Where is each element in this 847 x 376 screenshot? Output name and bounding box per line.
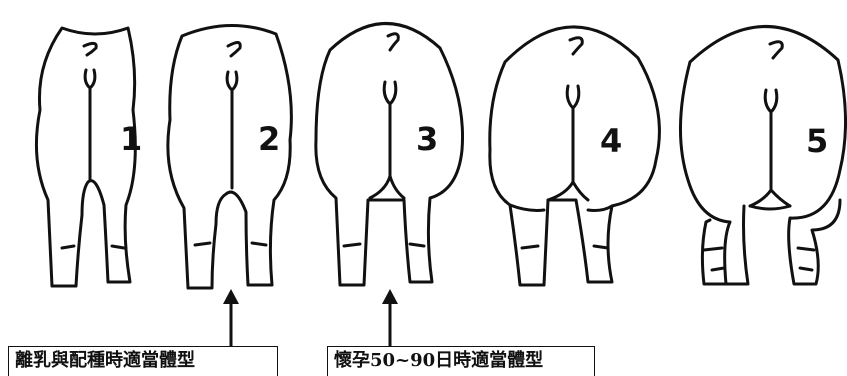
vulva-3 <box>384 82 396 104</box>
fold-4 <box>510 205 612 211</box>
tail-5 <box>770 42 782 58</box>
caption-gestation: 懷孕50~90日時適當體型 <box>327 346 595 376</box>
score-label-1: 1 <box>120 120 142 158</box>
score-label-4: 4 <box>600 122 622 160</box>
leg-mark-2 <box>195 243 266 245</box>
score-label-3: 3 <box>416 120 438 158</box>
arrow-to-sow-3 <box>382 289 398 346</box>
tail-2 <box>228 42 240 56</box>
leg-mark-5 <box>704 248 814 270</box>
sow-rear-view-4: 4 <box>490 27 660 285</box>
caption-weaning-breeding: 離乳與配種時適當體型 <box>8 346 278 376</box>
tail-1 <box>84 43 96 55</box>
sow-rear-view-5: 5 <box>680 26 845 284</box>
score-label-2: 2 <box>258 120 280 158</box>
sow-rear-view-2: 2 <box>168 25 292 288</box>
vulva-4 <box>567 86 579 108</box>
vulva-5 <box>765 90 777 112</box>
sow-outline-4 <box>490 27 660 285</box>
score-label-5: 5 <box>806 122 828 160</box>
leg-mark-3 <box>344 244 424 246</box>
sow-rear-view-3: 3 <box>316 23 463 285</box>
midline-5 <box>750 112 790 206</box>
midline-3 <box>370 104 404 198</box>
vulva-1 <box>85 70 95 88</box>
arrow-to-sow-2 <box>223 289 239 346</box>
tail-3 <box>388 34 398 50</box>
midline-4 <box>548 108 588 200</box>
tail-4 <box>570 38 582 54</box>
sow-rear-view-1: 1 <box>36 28 142 286</box>
leg-mark-1 <box>62 246 124 248</box>
vulva-2 <box>227 72 237 90</box>
leg-mark-4 <box>522 246 608 248</box>
